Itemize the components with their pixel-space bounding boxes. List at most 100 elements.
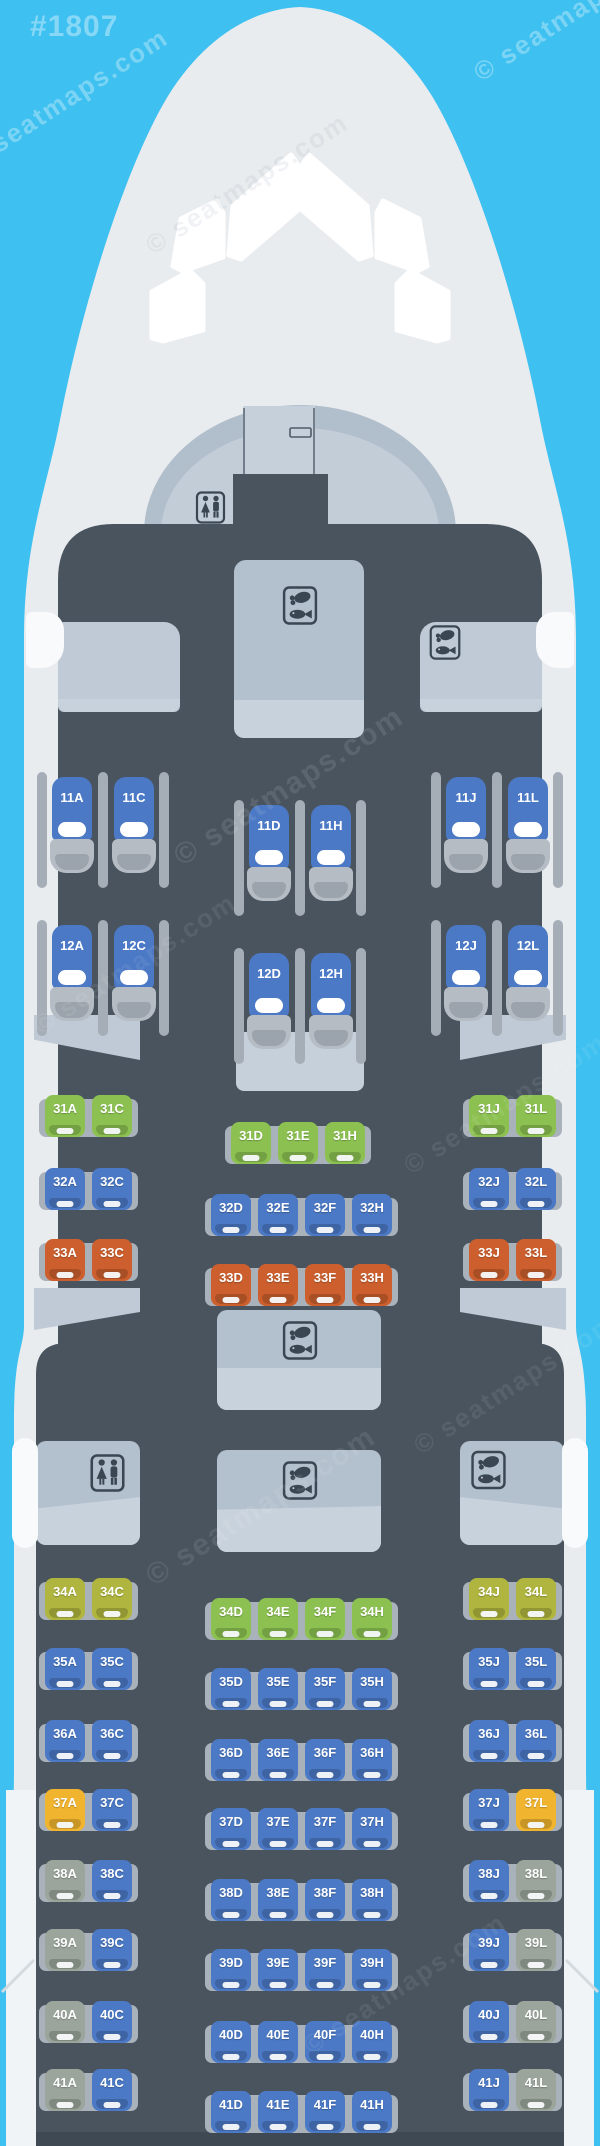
seat-39D[interactable]: 39D: [211, 1949, 251, 1991]
seat-33F[interactable]: 33F: [305, 1264, 345, 1306]
seat-37D[interactable]: 37D: [211, 1808, 251, 1850]
seat-34F[interactable]: 34F: [305, 1598, 345, 1640]
seat-11A[interactable]: 11A: [50, 777, 94, 877]
seat-41F[interactable]: 41F: [305, 2091, 345, 2133]
seat-31E[interactable]: 31E: [278, 1122, 318, 1164]
seat-36C[interactable]: 36C: [92, 1720, 132, 1762]
seat-40H[interactable]: 40H: [352, 2021, 392, 2063]
seat-37A[interactable]: 37A: [45, 1789, 85, 1831]
seat-37J[interactable]: 37J: [469, 1789, 509, 1831]
seat-39C[interactable]: 39C: [92, 1929, 132, 1971]
seat-40A[interactable]: 40A: [45, 2001, 85, 2043]
seat-38D[interactable]: 38D: [211, 1879, 251, 1921]
seat-37F[interactable]: 37F: [305, 1808, 345, 1850]
seat-40F[interactable]: 40F: [305, 2021, 345, 2063]
seat-33L[interactable]: 33L: [516, 1239, 556, 1281]
seat-36D[interactable]: 36D: [211, 1739, 251, 1781]
seat-12D[interactable]: 12D: [247, 953, 291, 1053]
seat-38C[interactable]: 38C: [92, 1860, 132, 1902]
seat-36J[interactable]: 36J: [469, 1720, 509, 1762]
seat-41L[interactable]: 41L: [516, 2069, 556, 2111]
seat-32C[interactable]: 32C: [92, 1168, 132, 1210]
seat-33A[interactable]: 33A: [45, 1239, 85, 1281]
seat-41D[interactable]: 41D: [211, 2091, 251, 2133]
seat-37E[interactable]: 37E: [258, 1808, 298, 1850]
seat-41C[interactable]: 41C: [92, 2069, 132, 2111]
seat-35L[interactable]: 35L: [516, 1648, 556, 1690]
seat-11H[interactable]: 11H: [309, 805, 353, 905]
seat-38F[interactable]: 38F: [305, 1879, 345, 1921]
seat-11C[interactable]: 11C: [112, 777, 156, 877]
seat-33J[interactable]: 33J: [469, 1239, 509, 1281]
seat-38E[interactable]: 38E: [258, 1879, 298, 1921]
seat-32E[interactable]: 32E: [258, 1194, 298, 1236]
seat-31D[interactable]: 31D: [231, 1122, 271, 1164]
seat-37H[interactable]: 37H: [352, 1808, 392, 1850]
seat-34A[interactable]: 34A: [45, 1578, 85, 1620]
seat-32A[interactable]: 32A: [45, 1168, 85, 1210]
seat-32H[interactable]: 32H: [352, 1194, 392, 1236]
seat-33E[interactable]: 33E: [258, 1264, 298, 1306]
seat-34D[interactable]: 34D: [211, 1598, 251, 1640]
seat-31C[interactable]: 31C: [92, 1095, 132, 1137]
seat-34C[interactable]: 34C: [92, 1578, 132, 1620]
seat-11J[interactable]: 11J: [444, 777, 488, 877]
seat-34H[interactable]: 34H: [352, 1598, 392, 1640]
seat-39J[interactable]: 39J: [469, 1929, 509, 1971]
seat-41A[interactable]: 41A: [45, 2069, 85, 2111]
seat-38A[interactable]: 38A: [45, 1860, 85, 1902]
seat-12J[interactable]: 12J: [444, 925, 488, 1025]
seat-35E[interactable]: 35E: [258, 1668, 298, 1710]
seat-33C[interactable]: 33C: [92, 1239, 132, 1281]
seat-39L[interactable]: 39L: [516, 1929, 556, 1971]
seat-31H[interactable]: 31H: [325, 1122, 365, 1164]
seat-11D[interactable]: 11D: [247, 805, 291, 905]
seat-40L[interactable]: 40L: [516, 2001, 556, 2043]
seat-37C[interactable]: 37C: [92, 1789, 132, 1831]
seat-32L[interactable]: 32L: [516, 1168, 556, 1210]
seat-35C[interactable]: 35C: [92, 1648, 132, 1690]
seat-40E[interactable]: 40E: [258, 2021, 298, 2063]
seat-36F[interactable]: 36F: [305, 1739, 345, 1781]
galley-mid-center: [217, 1310, 381, 1410]
seat-37L[interactable]: 37L: [516, 1789, 556, 1831]
seat-35A[interactable]: 35A: [45, 1648, 85, 1690]
seat-12A[interactable]: 12A: [50, 925, 94, 1025]
seat-36H[interactable]: 36H: [352, 1739, 392, 1781]
seat-40C[interactable]: 40C: [92, 2001, 132, 2043]
seat-34L[interactable]: 34L: [516, 1578, 556, 1620]
seat-32J[interactable]: 32J: [469, 1168, 509, 1210]
seat-36A[interactable]: 36A: [45, 1720, 85, 1762]
seat-12L[interactable]: 12L: [506, 925, 550, 1025]
seat-39F[interactable]: 39F: [305, 1949, 345, 1991]
seat-39H[interactable]: 39H: [352, 1949, 392, 1991]
seat-12H[interactable]: 12H: [309, 953, 353, 1053]
seat-38L[interactable]: 38L: [516, 1860, 556, 1902]
seat-32D[interactable]: 32D: [211, 1194, 251, 1236]
seat-35H[interactable]: 35H: [352, 1668, 392, 1710]
seat-36L[interactable]: 36L: [516, 1720, 556, 1762]
seat-31J[interactable]: 31J: [469, 1095, 509, 1137]
seat-31A[interactable]: 31A: [45, 1095, 85, 1137]
seat-35J[interactable]: 35J: [469, 1648, 509, 1690]
seat-36E[interactable]: 36E: [258, 1739, 298, 1781]
seat-35D[interactable]: 35D: [211, 1668, 251, 1710]
seat-11L[interactable]: 11L: [506, 777, 550, 877]
seat-38J[interactable]: 38J: [469, 1860, 509, 1902]
seat-41E[interactable]: 41E: [258, 2091, 298, 2133]
seat-35F[interactable]: 35F: [305, 1668, 345, 1710]
seat-32F[interactable]: 32F: [305, 1194, 345, 1236]
seat-41H[interactable]: 41H: [352, 2091, 392, 2133]
seat-33H[interactable]: 33H: [352, 1264, 392, 1306]
seat-39E[interactable]: 39E: [258, 1949, 298, 1991]
seat-38H[interactable]: 38H: [352, 1879, 392, 1921]
seat-41J[interactable]: 41J: [469, 2069, 509, 2111]
seat-12C[interactable]: 12C: [112, 925, 156, 1025]
seat-31L[interactable]: 31L: [516, 1095, 556, 1137]
seat-33D[interactable]: 33D: [211, 1264, 251, 1306]
seat-39A[interactable]: 39A: [45, 1929, 85, 1971]
seat-34J[interactable]: 34J: [469, 1578, 509, 1620]
seat-40J[interactable]: 40J: [469, 2001, 509, 2043]
seat-40D[interactable]: 40D: [211, 2021, 251, 2063]
seat-34E[interactable]: 34E: [258, 1598, 298, 1640]
